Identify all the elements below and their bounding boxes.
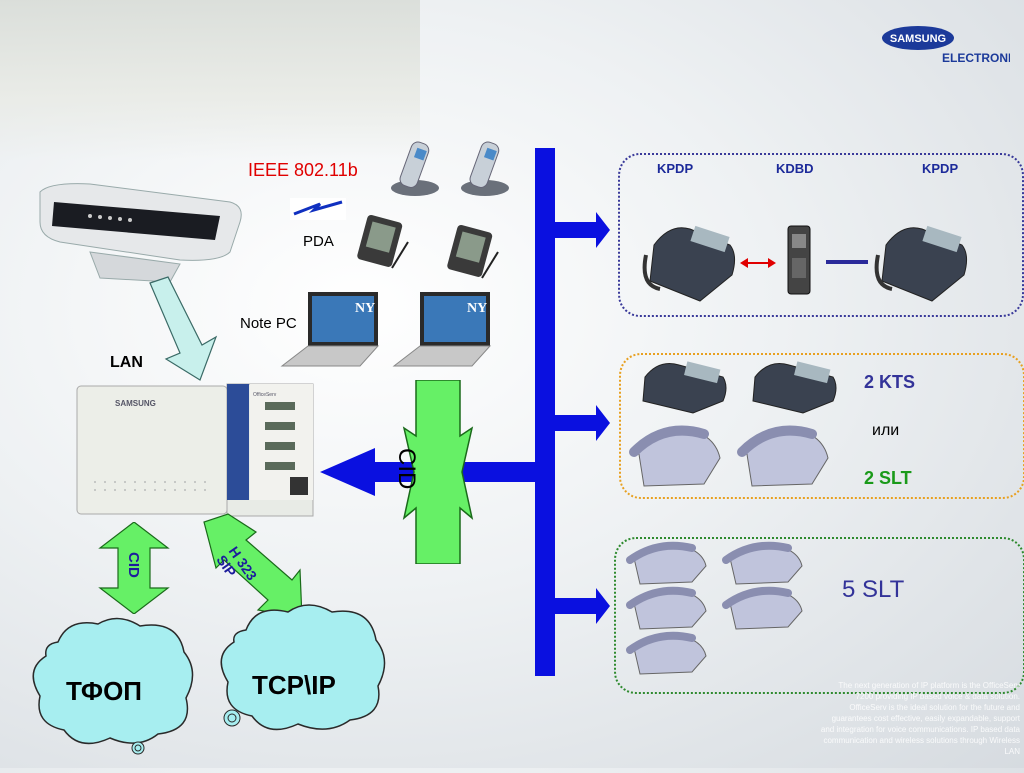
slt5-phone-5 <box>624 628 710 676</box>
slt5-phone-4 <box>720 583 806 631</box>
svg-text:NY: NY <box>355 301 375 316</box>
wireless-phone-2 <box>455 138 515 198</box>
lan-arrow <box>140 275 240 385</box>
laptop-2: NY <box>392 290 492 370</box>
svg-text:NY: NY <box>467 301 487 316</box>
kdbd-module <box>786 224 812 298</box>
pbx-model: OfficeServ <box>253 392 277 398</box>
slt5-phone-2 <box>720 538 806 586</box>
slt5-label: 5 SLT <box>842 576 905 603</box>
cid-big-arrow <box>400 379 480 565</box>
slt5-phone-3 <box>624 583 710 631</box>
or-label: или <box>872 422 900 439</box>
pda-label: PDA <box>303 233 334 250</box>
cid-big-label: CID <box>393 448 420 490</box>
connection-line <box>826 260 868 264</box>
kts-label: 2 KTS <box>864 372 916 392</box>
footnote-text: The next generation of IP platform is th… <box>820 681 1020 756</box>
kpdp-label-2: KPDP <box>922 161 959 176</box>
slt-phone-2 <box>732 418 832 490</box>
pstn-cloud <box>28 612 198 762</box>
tcpip-cloud <box>212 596 392 746</box>
wifi-label: IEEE 802.11b <box>248 160 358 180</box>
cid-small-label: CID <box>125 552 142 578</box>
wireless-phone-1 <box>385 138 445 198</box>
background-equipment-photo <box>0 0 420 160</box>
digital-phones-group <box>618 153 1024 317</box>
kts-phone-1 <box>635 355 731 415</box>
kpdp-label-1: KPDP <box>657 161 694 176</box>
slt-label: 2 SLT <box>864 468 912 488</box>
wireless-signal-icon <box>290 198 346 220</box>
slt5-phone-1 <box>624 538 710 586</box>
lan-label: LAN <box>110 354 143 371</box>
pbx-device: SAMSUNG OfficeServ <box>75 382 320 522</box>
pbx-brand: SAMSUNG <box>115 399 156 408</box>
laptop-1: NY <box>280 290 380 370</box>
slt-phone-1 <box>624 418 724 490</box>
digital-phone-2 <box>872 215 972 305</box>
red-double-arrow <box>740 256 776 270</box>
cid-small-arrow <box>98 521 170 615</box>
logo-brand: SAMSUNG <box>890 33 946 45</box>
pda-device-1 <box>352 212 412 272</box>
access-point-device <box>30 182 250 292</box>
notepc-label: Note PC <box>240 315 297 332</box>
kdbd-label: KDBD <box>776 161 814 176</box>
pstn-label: ТФОП <box>66 676 142 706</box>
pda-device-2 <box>442 222 502 282</box>
samsung-logo: SAMSUNG ELECTRONICS <box>880 24 1024 68</box>
kts-phone-2 <box>745 355 841 415</box>
tcpip-label: TCP\IP <box>252 670 336 700</box>
logo-sub: ELECTRONICS <box>942 51 1010 65</box>
digital-phone-1 <box>640 215 740 305</box>
